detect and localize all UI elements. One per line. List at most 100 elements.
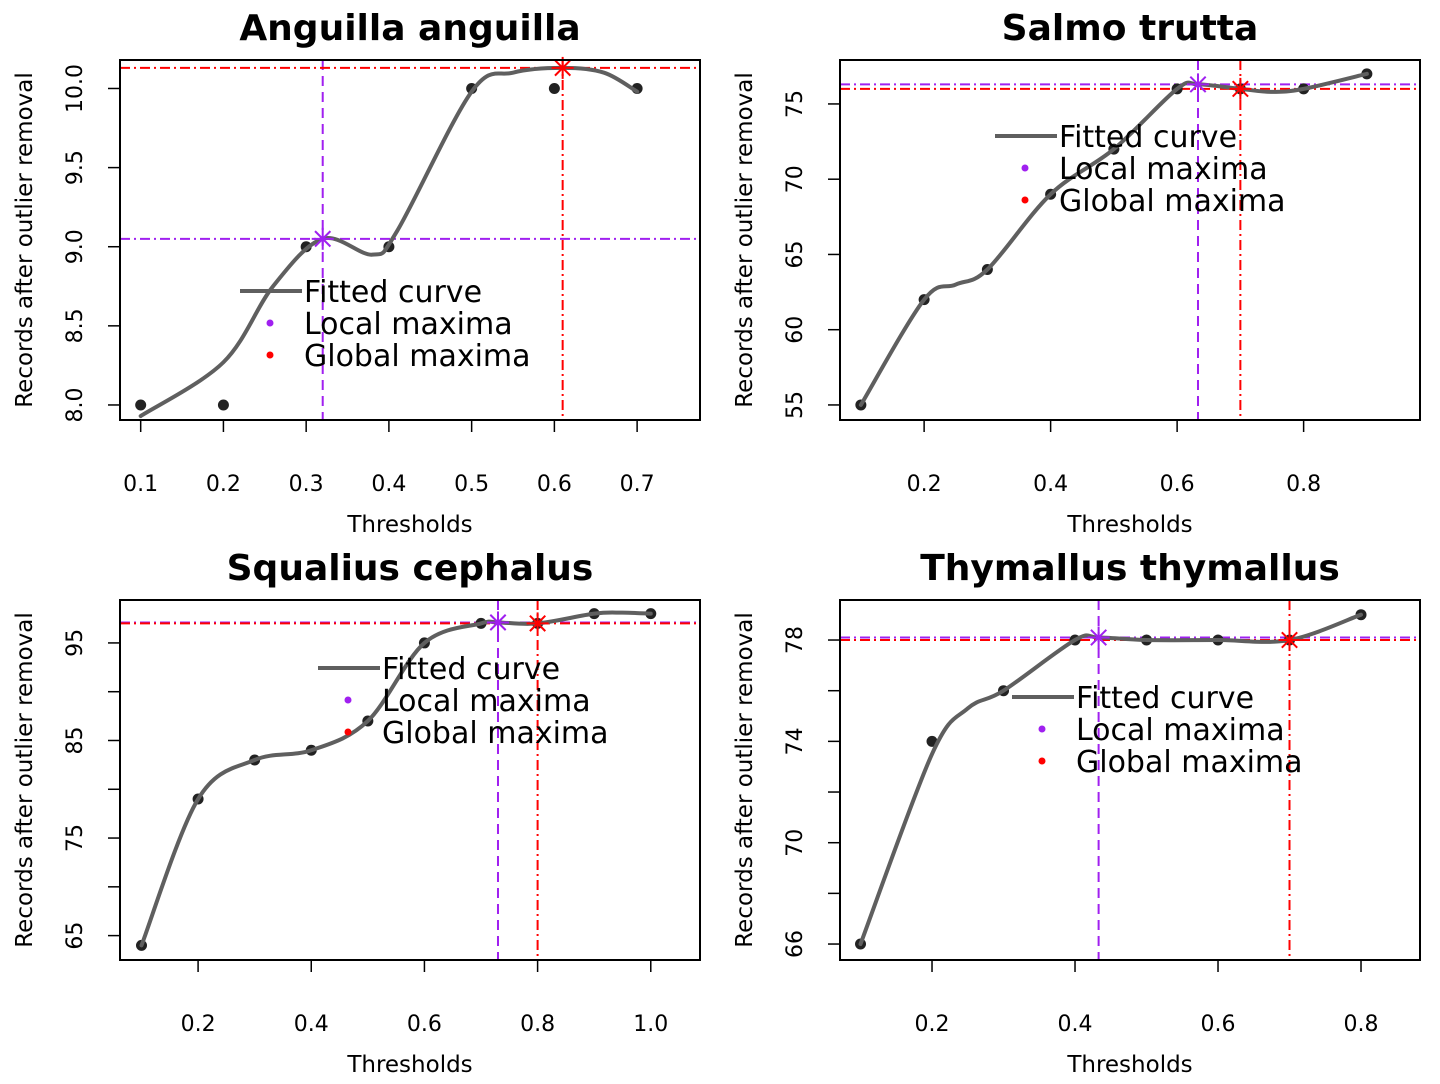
x-tick-label: 0.2 <box>915 1012 950 1037</box>
local-maximum-marker <box>486 611 509 634</box>
x-tick-label: 0.3 <box>289 472 324 497</box>
y-tick-label: 95 <box>63 629 88 657</box>
x-tick-label: 0.4 <box>371 472 406 497</box>
x-tick-label: 0.4 <box>1058 1012 1093 1037</box>
legend-local-maxima-swatch <box>344 696 352 704</box>
y-tick-label: 85 <box>63 726 88 754</box>
y-axis-label: Records after outlier removal <box>12 612 38 948</box>
y-tick-label: 55 <box>783 391 808 419</box>
legend-label-global-maxima: Global maxima <box>1076 745 1303 780</box>
y-axis-label: Records after outlier removal <box>732 72 758 408</box>
x-tick-label: 0.1 <box>123 472 158 497</box>
legend-label-global-maxima: Global maxima <box>1059 184 1286 219</box>
x-tick-label: 0.4 <box>294 1012 329 1037</box>
y-tick-label: 60 <box>783 316 808 344</box>
legend-label-fitted-curve: Fitted curve <box>304 275 482 310</box>
x-tick-label: 0.8 <box>1344 1012 1379 1037</box>
data-point <box>135 399 147 411</box>
plot-frame <box>839 599 1421 961</box>
y-tick-label: 9.0 <box>63 229 88 264</box>
local-maximum-marker <box>1186 73 1209 96</box>
legend-label-fitted-curve: Fitted curve <box>382 652 560 687</box>
chart-title: Thymallus thymallus <box>920 548 1340 589</box>
local-maximum-marker-stroke <box>1189 75 1207 93</box>
x-tick-label: 0.6 <box>1201 1012 1236 1037</box>
global-maximum-marker-stroke <box>529 615 547 632</box>
y-axis-label: Records after outlier removal <box>732 612 758 948</box>
plot-frame <box>119 59 701 421</box>
chart-title: Squalius cephalus <box>227 548 594 589</box>
legend-global-maxima-swatch <box>344 728 352 736</box>
plot-frame <box>839 59 1421 421</box>
data-point <box>217 399 229 411</box>
chart-title: Salmo trutta <box>1002 8 1259 49</box>
legend-local-maxima-swatch <box>1038 725 1046 733</box>
x-axis-label: Thresholds <box>346 1052 472 1078</box>
legend-label-local-maxima: Local maxima <box>1076 713 1285 748</box>
x-axis-label: Thresholds <box>346 512 472 538</box>
x-tick-label: 0.8 <box>520 1012 555 1037</box>
legend-local-maxima-swatch <box>1021 164 1029 172</box>
global-maximum-marker <box>526 612 549 635</box>
y-tick-label: 9.5 <box>63 150 88 185</box>
y-tick-label: 8.0 <box>63 387 88 422</box>
chart-title: Anguilla anguilla <box>239 8 580 49</box>
legend-label-local-maxima: Local maxima <box>1059 152 1268 187</box>
legend-local-maxima-swatch <box>266 319 274 327</box>
y-tick-label: 65 <box>783 240 808 268</box>
x-tick-label: 0.5 <box>454 472 489 497</box>
legend-label-fitted-curve: Fitted curve <box>1076 681 1254 716</box>
local-maximum-marker-stroke <box>1090 629 1108 646</box>
y-tick-label: 8.5 <box>63 308 88 343</box>
x-tick-label: 0.2 <box>181 1012 216 1037</box>
y-axis-label: Records after outlier removal <box>12 72 38 408</box>
y-tick-label: 66 <box>783 930 808 958</box>
local-maximum-marker <box>1087 626 1110 649</box>
y-tick-label: 75 <box>63 824 88 852</box>
legend-label-global-maxima: Global maxima <box>304 339 531 374</box>
data-point <box>548 82 560 94</box>
x-tick-label: 0.6 <box>1160 472 1195 497</box>
local-maximum-marker-stroke <box>314 230 332 248</box>
global-maximum-marker <box>1229 77 1252 100</box>
fitted-curve <box>858 71 1369 407</box>
x-tick-label: 0.6 <box>537 472 572 497</box>
legend-global-maxima-swatch <box>266 351 274 359</box>
global-maximum-marker-stroke <box>554 59 572 77</box>
x-tick-label: 0.4 <box>1033 472 1068 497</box>
legend-label-local-maxima: Local maxima <box>382 684 591 719</box>
x-axis-label: Thresholds <box>1066 1052 1192 1078</box>
y-tick-label: 70 <box>783 165 808 193</box>
local-maximum-marker-stroke <box>489 614 507 631</box>
global-maximum-marker-stroke <box>1281 631 1298 649</box>
y-tick-label: 70 <box>783 829 808 857</box>
x-tick-label: 0.2 <box>907 472 942 497</box>
legend-label-local-maxima: Local maxima <box>304 307 513 342</box>
fitted-curve <box>139 610 653 948</box>
x-tick-label: 0.6 <box>407 1012 442 1037</box>
legend-label-global-maxima: Global maxima <box>382 716 609 751</box>
y-tick-label: 78 <box>783 626 808 654</box>
x-tick-label: 0.8 <box>1286 472 1321 497</box>
legend-label-fitted-curve: Fitted curve <box>1059 120 1237 155</box>
y-tick-label: 74 <box>783 727 808 755</box>
fitted-curve <box>858 612 1364 947</box>
x-axis-label: Thresholds <box>1066 512 1192 538</box>
x-tick-label: 1.0 <box>633 1012 668 1037</box>
y-tick-label: 75 <box>783 90 808 118</box>
global-maximum-marker-stroke <box>1231 80 1249 98</box>
plot-frame <box>119 599 701 961</box>
legend-global-maxima-swatch <box>1038 757 1046 765</box>
y-tick-label: 10.0 <box>63 64 88 113</box>
legend-global-maxima-swatch <box>1021 196 1029 204</box>
local-maximum-marker <box>311 227 334 250</box>
